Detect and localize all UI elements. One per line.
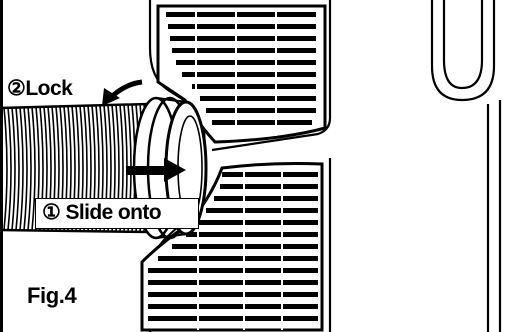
grille-slat bbox=[220, 184, 318, 189]
grille-slat bbox=[148, 268, 318, 273]
unit-side-handle bbox=[432, 0, 500, 332]
grille-slat bbox=[182, 72, 316, 77]
grille-slat bbox=[166, 12, 316, 17]
grille-slat bbox=[148, 304, 318, 309]
grille-slat bbox=[206, 108, 316, 113]
grille-slat bbox=[148, 280, 318, 285]
grille-slat bbox=[192, 84, 316, 89]
figure-number: Fig.4 bbox=[27, 283, 76, 309]
grille-slat bbox=[172, 48, 316, 53]
grille-slat bbox=[158, 256, 318, 261]
grille-slat bbox=[186, 232, 318, 237]
grille-slat bbox=[168, 24, 316, 29]
grille-slat bbox=[222, 172, 318, 177]
grille-slat bbox=[170, 36, 316, 41]
frame-left-edge bbox=[0, 0, 3, 332]
lock-step-callout: ②Lock bbox=[7, 76, 72, 101]
lock-rotate-arrow bbox=[102, 82, 142, 106]
grille-slat bbox=[148, 316, 318, 321]
grille-slat bbox=[198, 220, 318, 225]
slide-step-callout: ① Slide onto bbox=[42, 200, 161, 225]
grille-slat bbox=[206, 208, 318, 213]
grille-slat bbox=[214, 196, 318, 201]
grille-slat bbox=[200, 96, 316, 101]
grille-slat bbox=[212, 120, 312, 125]
grille-slat bbox=[148, 292, 318, 297]
